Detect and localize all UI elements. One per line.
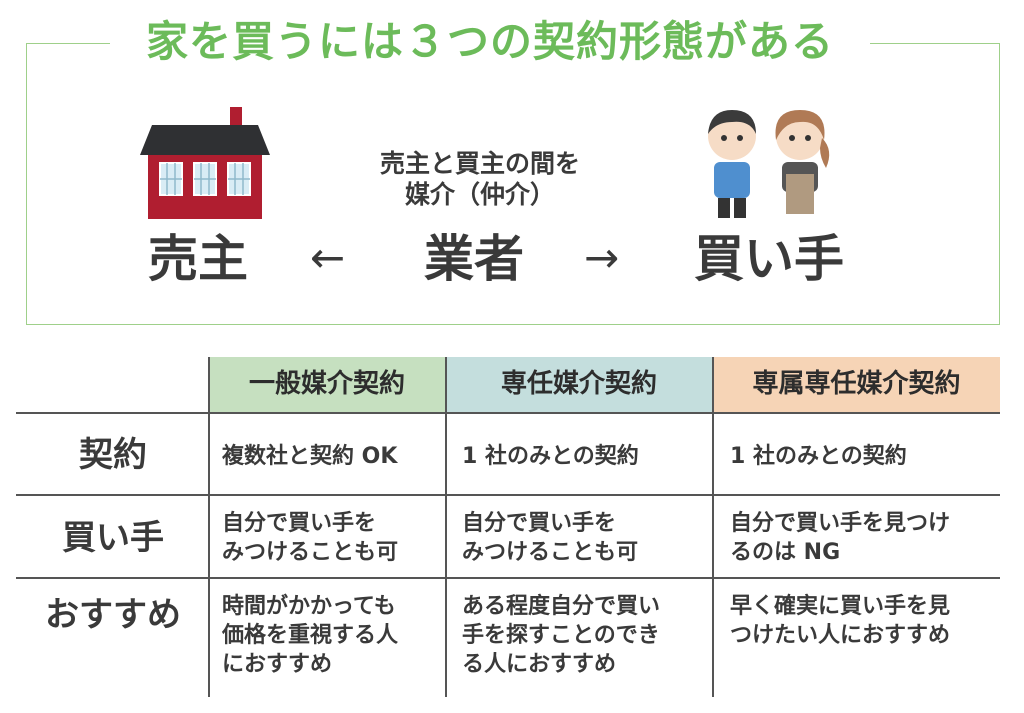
arrow-right-icon: →: [584, 233, 620, 282]
table-cell: 1 社のみとの契約: [730, 444, 907, 469]
arrow-left-icon: ←: [310, 233, 346, 282]
row-divider: [16, 412, 1000, 414]
seller-label: 売主: [148, 230, 248, 288]
table-cell: 複数社と契約 OK: [222, 444, 398, 469]
header-bg-general: [209, 357, 445, 412]
page-title: 家を買うには３つの契約形態がある: [110, 14, 870, 70]
couple-icon: [708, 110, 830, 218]
header-exclusive: 専任媒介契約: [500, 369, 657, 399]
mediation-line-1: 売主と買主の間を: [379, 149, 580, 178]
buyer-label: 買い手: [694, 230, 844, 288]
column-divider: [445, 357, 447, 697]
house-icon: [140, 107, 270, 219]
row-label-recommend: おすすめ: [45, 595, 181, 635]
mediation-text: 売主と買主の間を 媒介（仲介）: [330, 148, 630, 210]
row-divider: [16, 494, 1000, 496]
header-general: 一般媒介契約: [248, 369, 405, 399]
table-cell: 早く確実に買い手を見 つけたい人におすすめ: [730, 594, 951, 648]
mediation-line-2: 媒介（仲介）: [404, 180, 555, 209]
header-bg-exclusive: [446, 357, 712, 412]
row-label-buyer: 買い手: [62, 518, 164, 558]
column-divider: [712, 357, 714, 697]
table-cell: 時間がかかっても 価格を重視する人 におすすめ: [222, 594, 399, 677]
header-bg-exclusive-dedicated: [713, 357, 1000, 412]
table-cell: 自分で買い手を みつけることも可: [462, 511, 639, 565]
table-cell: ある程度自分で買い 手を探すことのでき る人におすすめ: [462, 594, 661, 677]
row-divider: [16, 577, 1000, 579]
table-cell: 自分で買い手を見つけ るのは NG: [730, 511, 951, 565]
agent-label: 業者: [424, 230, 524, 288]
row-label-contract: 契約: [79, 435, 147, 475]
table-cell: 自分で買い手を みつけることも可: [222, 511, 399, 565]
column-divider: [208, 357, 210, 697]
header-exclusive-dedicated: 専属専任媒介契約: [752, 369, 961, 399]
table-cell: 1 社のみとの契約: [462, 444, 639, 469]
